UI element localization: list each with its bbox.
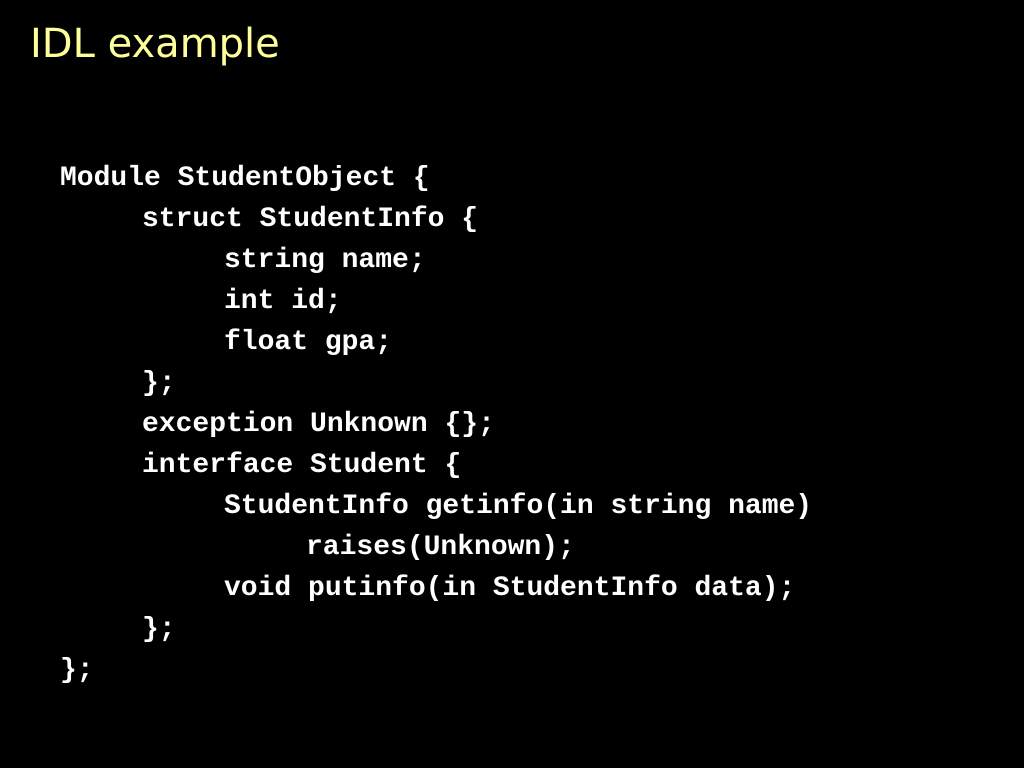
code-line-struct-close: }; <box>142 368 176 399</box>
code-line-module: Module StudentObject { <box>60 163 430 194</box>
code-line-module-close: }; <box>60 655 94 686</box>
slide-title: IDL example <box>30 21 280 67</box>
code-line-getinfo: StudentInfo getinfo(in string name) <box>224 491 813 522</box>
code-line-field-id: int id; <box>224 286 342 317</box>
code-block: Module StudentObject { struct StudentInf… <box>60 158 1000 691</box>
code-line-interface-close: }; <box>142 614 176 645</box>
code-line-field-name: string name; <box>224 245 426 276</box>
code-line-exception: exception Unknown {}; <box>142 409 495 440</box>
code-line-putinfo: void putinfo(in StudentInfo data); <box>224 573 796 604</box>
code-line-field-gpa: float gpa; <box>224 327 393 358</box>
code-line-raises: raises(Unknown); <box>306 532 575 563</box>
code-line-interface: interface Student { <box>142 450 462 481</box>
code-line-struct: struct StudentInfo { <box>142 204 479 235</box>
